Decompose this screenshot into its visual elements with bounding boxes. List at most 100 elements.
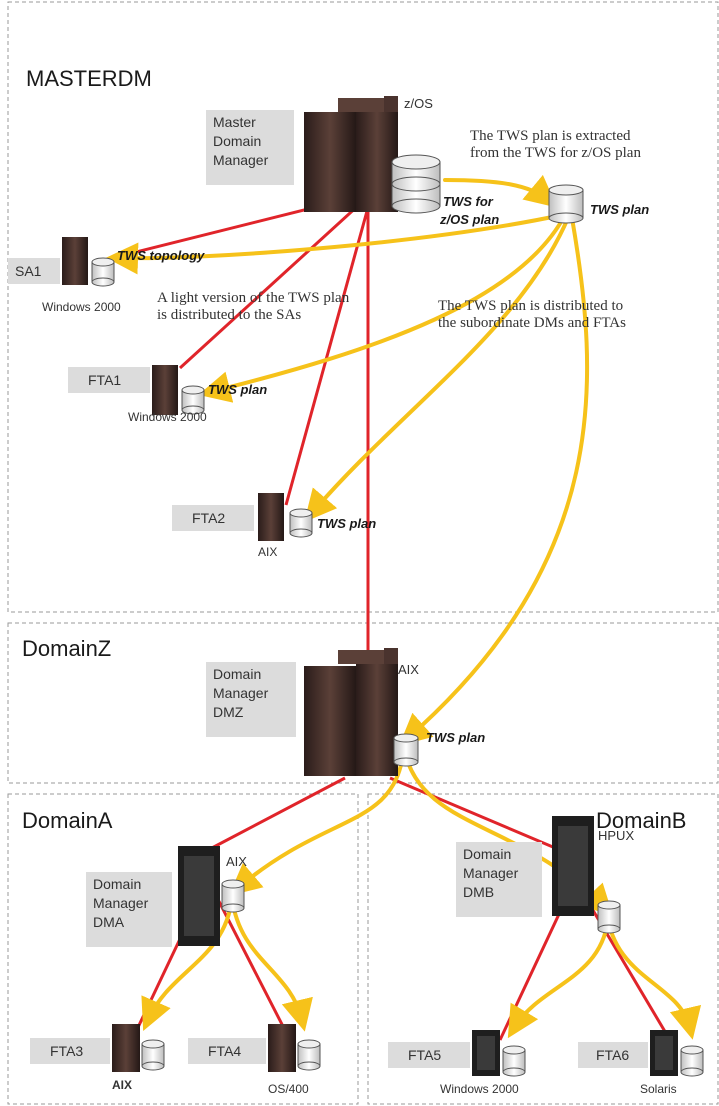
dmz-line2: Manager [213, 685, 269, 701]
dma-line3: DMA [93, 914, 125, 930]
dmb-db-icon [597, 900, 621, 934]
flow-dmb-fta5 [507, 918, 610, 1039]
domainz-border [7, 622, 719, 784]
flow-plan-fta2 [304, 216, 570, 523]
dmz-server-icon [304, 648, 398, 776]
fta1-box: FTA1 [68, 367, 150, 393]
fta2-name: FTA2 [192, 510, 226, 526]
tws-topology-label: TWS topology [117, 248, 205, 263]
master-box-line3: Manager [213, 152, 269, 168]
fta3-os: AIX [112, 1078, 133, 1092]
fta3-db-icon [141, 1039, 165, 1071]
master-box-line2: Domain [213, 133, 262, 149]
fta2-os: AIX [258, 545, 278, 559]
domainb-border [367, 793, 719, 1105]
fta1-name: FTA1 [88, 372, 122, 388]
note-extract-line2: from the TWS for z/OS plan [470, 145, 641, 161]
link-dmz-dma [207, 776, 346, 852]
link-master-fta1 [178, 191, 374, 370]
flow-dmb-fta6 [606, 918, 702, 1040]
dma-box: Domain Manager DMA [86, 872, 172, 947]
dmb-box: Domain Manager DMB [456, 842, 542, 917]
fta4-server-icon [268, 1024, 296, 1072]
note-extract-line1: The TWS plan is extracted [470, 128, 631, 144]
dmz-db-icon [393, 733, 419, 767]
fta5-os: Windows 2000 [440, 1082, 519, 1096]
dma-server-icon [178, 846, 220, 946]
flow-plan-dmz [399, 216, 590, 746]
note-light-line2: is distributed to the SAs [157, 307, 302, 323]
fta1-db-icon [181, 385, 205, 415]
dma-db-icon [221, 879, 245, 913]
fta6-server-icon [650, 1030, 678, 1076]
fta1-plan-label: TWS plan [208, 382, 268, 397]
domainb-title: DomainB [596, 808, 687, 833]
fta6-box: FTA6 [578, 1042, 648, 1068]
flow-dma-fta4 [230, 896, 313, 1032]
dma-line2: Manager [93, 895, 149, 911]
note-distributed-line2: the subordinate DMs and FTAs [438, 315, 626, 331]
dmz-box: Domain Manager DMZ [206, 662, 296, 737]
fta4-box: FTA4 [188, 1038, 266, 1064]
dmb-line1: Domain [463, 846, 512, 862]
fta2-box: FTA2 [172, 505, 254, 531]
fta6-db-icon [680, 1045, 704, 1077]
fta3-box: FTA3 [30, 1038, 110, 1064]
fta4-name: FTA4 [208, 1043, 242, 1059]
flow-dma-fta3 [141, 896, 234, 1031]
note-light-line1: A light version of the TWS plan [157, 290, 350, 306]
dmb-server-icon [552, 816, 594, 916]
fta3-name: FTA3 [50, 1043, 84, 1059]
master-domain-manager-box: Master Domain Manager [206, 110, 294, 185]
sa1-server-icon [62, 237, 88, 285]
link-dma-fta4 [206, 879, 292, 1041]
dma-os: AIX [226, 854, 247, 869]
note-distributed-line1: The TWS plan is distributed to [438, 298, 624, 314]
link-dmz-dmb [389, 776, 561, 852]
fta4-db-icon [297, 1039, 321, 1071]
master-os-label: z/OS [404, 96, 433, 111]
fta5-box: FTA5 [388, 1042, 470, 1068]
fta5-name: FTA5 [408, 1047, 442, 1063]
fta1-server-icon [152, 365, 178, 415]
tws-for-zos-label-1: TWS for [443, 194, 493, 209]
fta2-db-icon [289, 508, 313, 538]
dmz-line1: Domain [213, 666, 262, 682]
tws-plan-label: TWS plan [590, 202, 650, 217]
flow-topology [106, 213, 564, 275]
master-box-line1: Master [213, 114, 256, 130]
fta6-os: Solaris [640, 1082, 677, 1096]
dmb-line2: Manager [463, 865, 519, 881]
sa1-name: SA1 [15, 263, 42, 279]
flow-extract [443, 174, 558, 208]
masterdm-title: MASTERDM [26, 66, 152, 91]
domainz-title: DomainZ [22, 636, 112, 661]
masterdm-border [7, 1, 719, 613]
dmz-line3: DMZ [213, 704, 244, 720]
fta6-name: FTA6 [596, 1047, 630, 1063]
dmb-os: HPUX [598, 828, 635, 843]
dmz-os: AIX [398, 662, 419, 677]
fta5-db-icon [502, 1045, 526, 1077]
dma-line1: Domain [93, 876, 142, 892]
sa1-box: SA1 [8, 258, 60, 284]
dmz-plan-label: TWS plan [426, 730, 486, 745]
fta2-server-icon [258, 493, 284, 541]
fta2-plan-label: TWS plan [317, 516, 377, 531]
domaina-title: DomainA [22, 808, 113, 833]
fta4-os: OS/400 [268, 1082, 309, 1096]
sa1-os: Windows 2000 [42, 300, 121, 314]
master-server-icon [304, 96, 398, 212]
master-db-icon [391, 154, 441, 214]
fta5-server-icon [472, 1030, 500, 1076]
tws-plan-db-icon [548, 184, 584, 224]
flow-plan-fta1 [198, 213, 567, 403]
domaina-border [7, 793, 359, 1105]
fta1-os: Windows 2000 [128, 410, 207, 424]
fta3-server-icon [112, 1024, 140, 1072]
sa1-db-icon [91, 257, 115, 287]
dmb-line3: DMB [463, 884, 495, 900]
yellow-flows [106, 174, 702, 1040]
